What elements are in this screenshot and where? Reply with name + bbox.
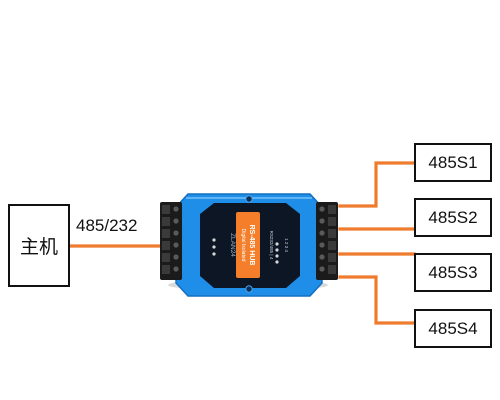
host-label: 主机: [19, 236, 58, 258]
status-leds: [212, 238, 279, 264]
device-model-text: ZLAN24: [229, 233, 236, 257]
device-title-text: RS-485 HUB: [248, 225, 255, 266]
slave-label-1: 485S1: [428, 152, 478, 172]
host-box: 主机: [8, 204, 70, 287]
slave-label-4: 485S4: [428, 318, 478, 338]
slave-label-2: 485S2: [428, 207, 478, 227]
slave-box-1: 485S1: [414, 143, 492, 182]
screw-top: [245, 195, 253, 203]
device-ports-text: RS232/485 | 4: [269, 231, 274, 260]
wire-s1: [338, 161, 416, 208]
device-badge: [236, 212, 260, 278]
device-subtitle-text: Digital Isolated: [240, 229, 246, 262]
slave-box-3: 485S3: [414, 253, 492, 292]
right-terminal-block: [316, 202, 338, 280]
link-label: 485/232: [76, 216, 138, 235]
wire-s4: [338, 275, 416, 325]
slave-box-4: 485S4: [414, 309, 492, 348]
device-indicator-text: 1 2 3 4: [284, 238, 289, 252]
screw-bottom: [245, 285, 253, 293]
rs485-hub-device: ZLAN24 RS-485 HUB Digital Isolated RS232…: [160, 193, 338, 297]
slave-box-2: 485S2: [414, 198, 492, 237]
slave-label-3: 485S3: [428, 262, 478, 282]
left-terminal-block: [160, 202, 182, 280]
wires: [68, 161, 416, 325]
